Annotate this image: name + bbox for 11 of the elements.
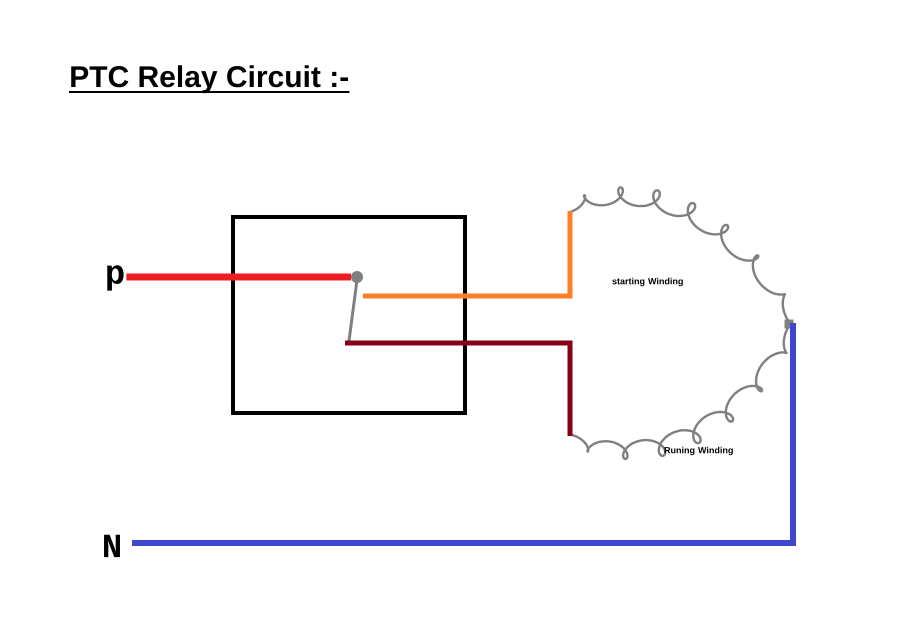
wire	[363, 210, 572, 298]
winding-label: Runing Winding	[664, 446, 733, 456]
wire	[132, 322, 796, 546]
terminal-label: p	[107, 265, 124, 291]
title: PTC Relay Circuit :-	[69, 65, 350, 94]
wire	[345, 340, 572, 436]
relay-box	[231, 214, 467, 415]
switch-drawing	[348, 270, 363, 342]
terminal-label: N	[104, 534, 120, 558]
winding-label: starting Winding	[612, 278, 683, 286]
wire	[126, 273, 351, 280]
